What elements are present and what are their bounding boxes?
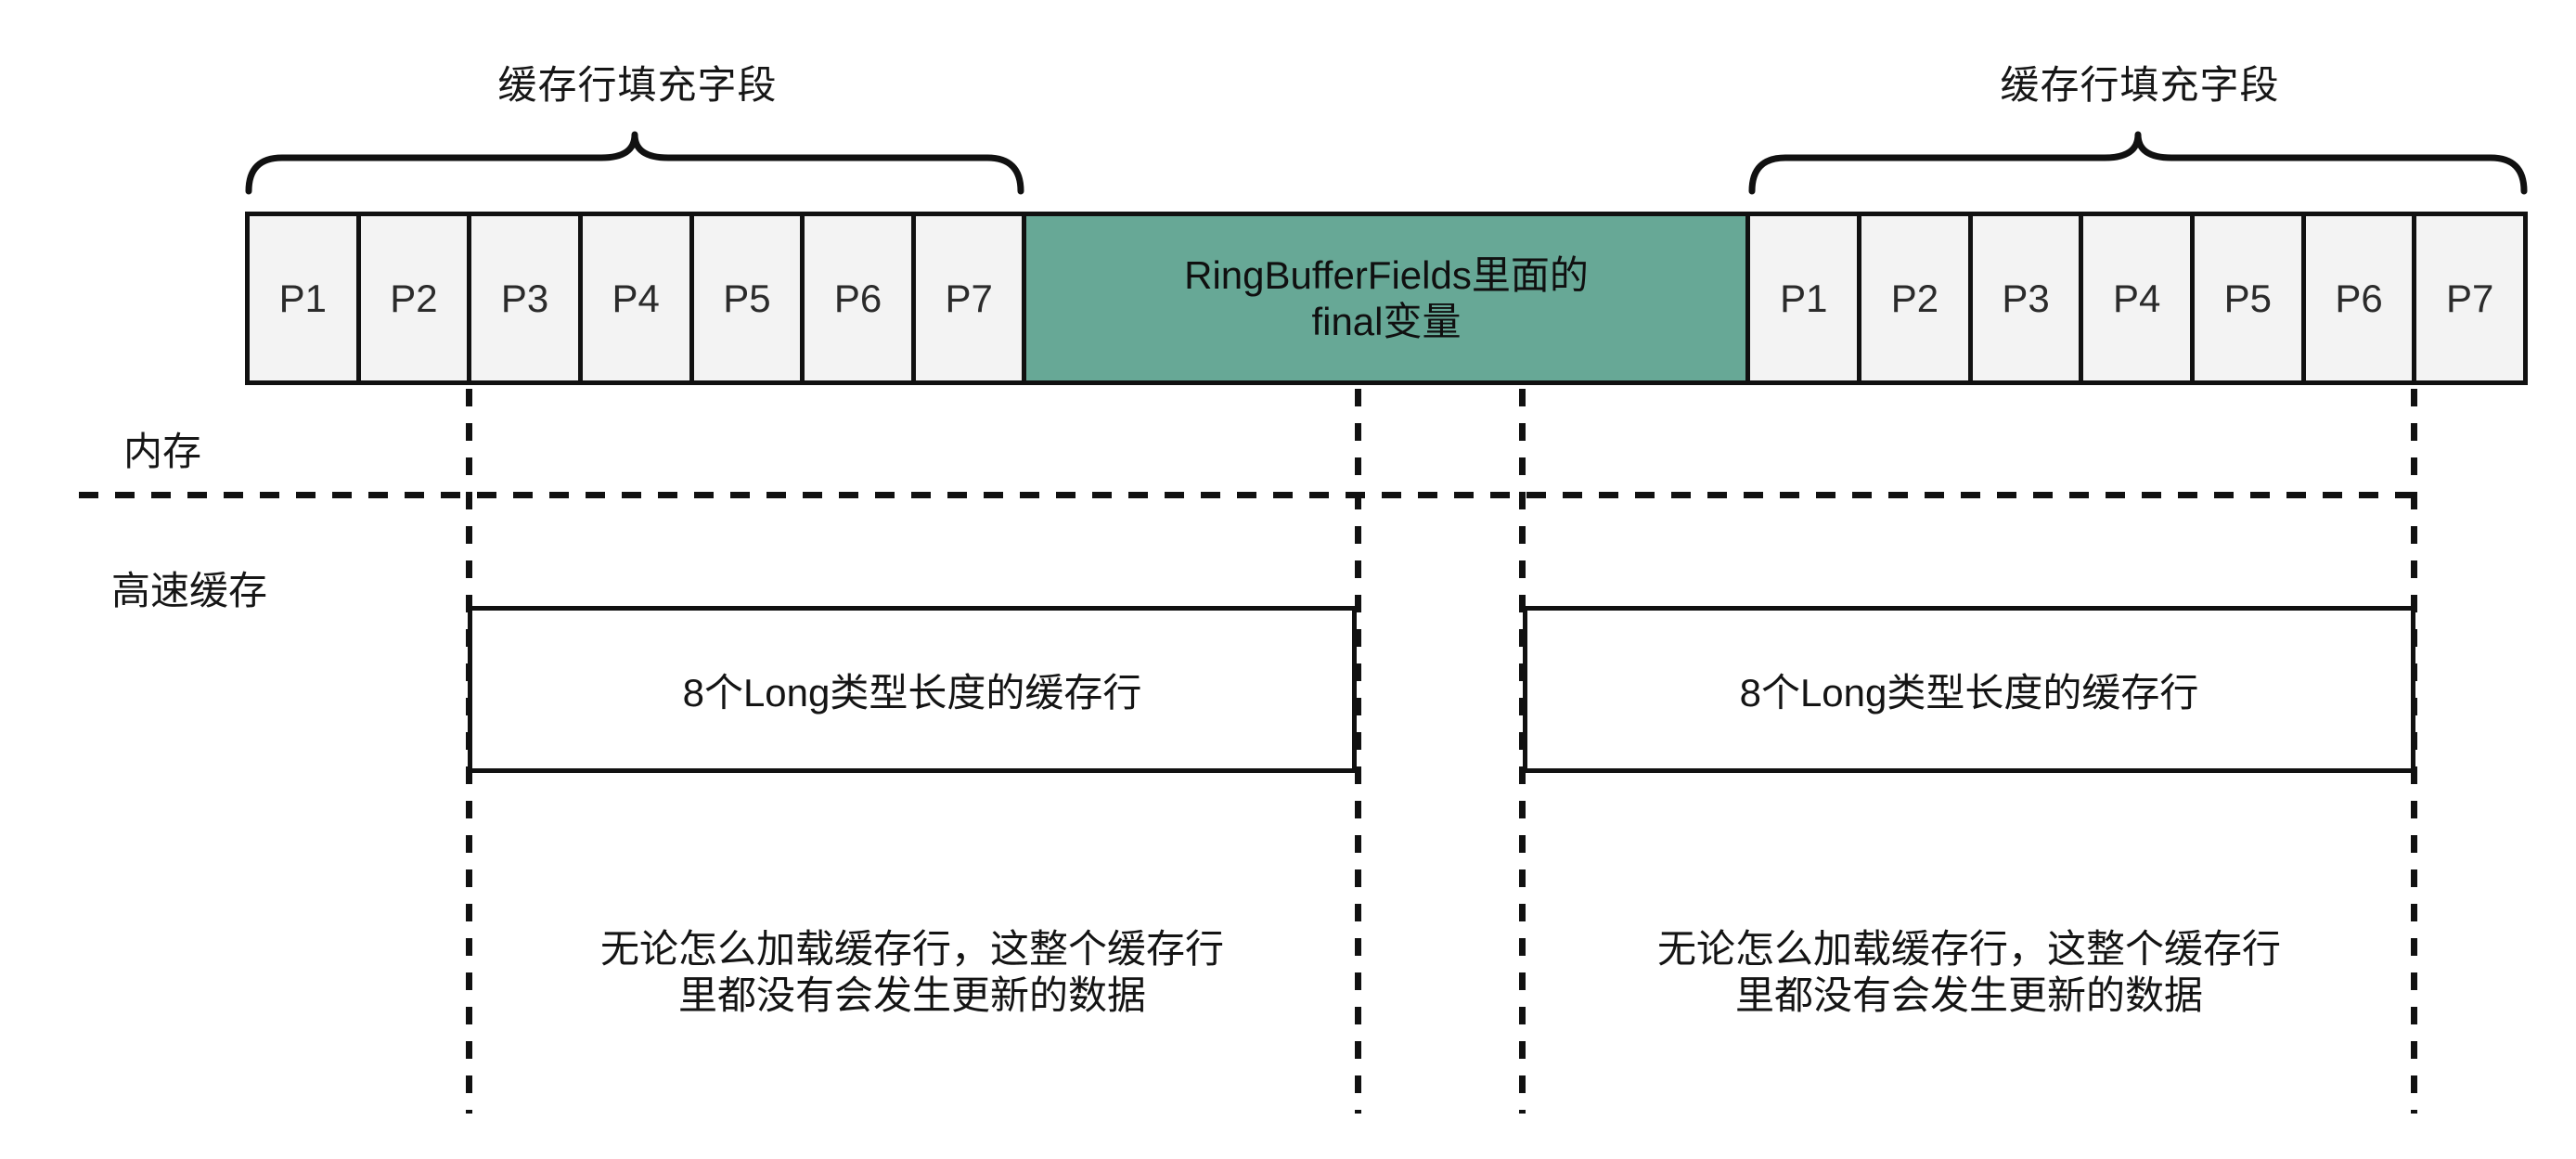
right-note: 无论怎么加载缓存行，这整个缓存行 里都没有会发生更新的数据 <box>1657 926 2281 1019</box>
padding-cell-right-6: P6 <box>2300 216 2413 380</box>
cache-line-boundary-dash-2 <box>1355 389 1361 1114</box>
padding-cell-left-4: P4 <box>577 216 689 380</box>
memory-cache-divider-dashed-line <box>79 492 2414 498</box>
right-note-line1: 无论怎么加载缓存行，这整个缓存行 <box>1656 927 2282 971</box>
padding-cell-right-4: P4 <box>2079 216 2191 380</box>
left-curly-brace <box>245 131 1024 195</box>
padding-cell-left-1: P1 <box>250 216 356 380</box>
padding-cell-right-7: P7 <box>2412 216 2523 380</box>
memory-row: P1 P2 P3 P4 P5 P6 P7 RingBufferFields里面的… <box>245 212 2528 385</box>
right-note-line2: 里都没有会发生更新的数据 <box>1734 973 2204 1017</box>
padding-cell-left-7: P7 <box>910 216 1023 380</box>
right-brace-label: 缓存行填充字段 <box>2000 63 2280 107</box>
padding-cell-left-6: P6 <box>800 216 911 380</box>
ringbuffer-fields-line2: final变量 <box>1311 299 1462 343</box>
padding-cell-left-5: P5 <box>689 216 801 380</box>
padding-cell-right-2: P2 <box>1857 216 1968 380</box>
cache-label: 高速缓存 <box>111 569 268 612</box>
left-cache-line-box-label: 8个Long类型长度的缓存行 <box>682 670 1142 715</box>
padding-cell-right-1: P1 <box>1745 216 1858 380</box>
right-cache-line-box: 8个Long类型长度的缓存行 <box>1523 606 2415 773</box>
cache-line-boundary-dash-3 <box>1519 389 1526 1114</box>
right-curly-brace <box>1748 131 2528 195</box>
padding-cell-left-3: P3 <box>467 216 578 380</box>
right-cache-line-box-label: 8个Long类型长度的缓存行 <box>1739 670 2199 715</box>
padding-cell-right-5: P5 <box>2190 216 2301 380</box>
left-note: 无论怎么加载缓存行，这整个缓存行 里都没有会发生更新的数据 <box>600 926 1224 1019</box>
padding-cell-left-2: P2 <box>355 216 468 380</box>
memory-label: 内存 <box>123 430 202 473</box>
left-note-line1: 无论怎么加载缓存行，这整个缓存行 <box>599 927 1225 971</box>
left-note-line2: 里都没有会发生更新的数据 <box>677 973 1147 1017</box>
left-brace-label: 缓存行填充字段 <box>497 63 778 107</box>
padding-cell-right-3: P3 <box>1967 216 2080 380</box>
ringbuffer-fields-line1: RingBufferFields里面的 <box>1184 252 1589 297</box>
left-cache-line-box: 8个Long类型长度的缓存行 <box>468 606 1357 773</box>
ringbuffer-fields-cell: RingBufferFields里面的 final变量 <box>1022 216 1746 380</box>
